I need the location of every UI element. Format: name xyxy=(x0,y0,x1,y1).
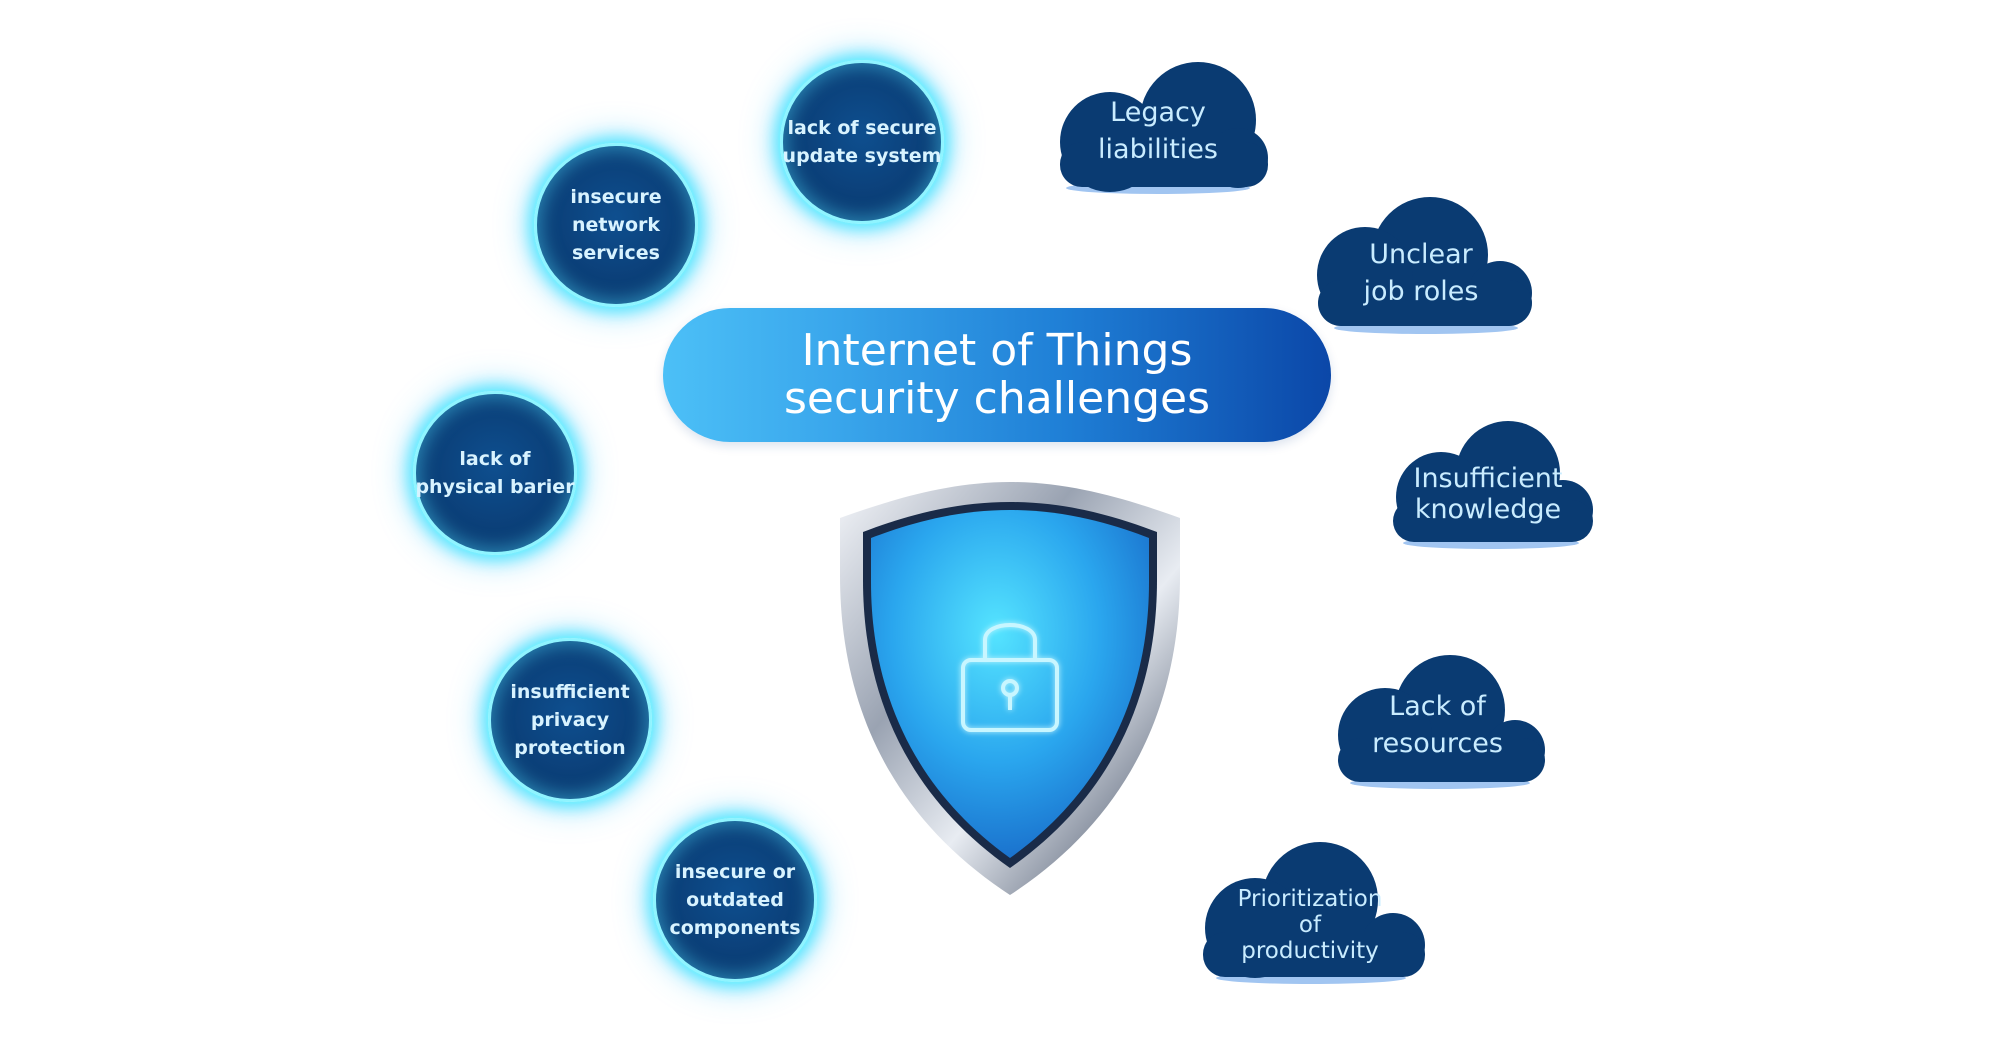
bubble-line: components xyxy=(669,917,801,939)
cloud-icon xyxy=(1393,421,1593,549)
challenge-bubble-outdated-components: insecure or outdated components xyxy=(653,818,817,982)
shield-graphic xyxy=(840,482,1180,895)
cloud-line: job roles xyxy=(1363,276,1479,307)
cloud-line: of xyxy=(1298,912,1322,938)
cloud-line: Lack of xyxy=(1389,691,1486,722)
bubble-line: lack of xyxy=(459,448,531,470)
bubble-line: outdated xyxy=(686,889,784,911)
bubble-line: physical barier xyxy=(415,476,575,498)
bubble-line: privacy xyxy=(530,709,610,731)
challenge-bubble-privacy-protection: insufficient privacy protection xyxy=(488,638,652,802)
cloud-line: Prioritization xyxy=(1237,886,1383,912)
bubble-line: insufficient xyxy=(510,681,630,703)
cloud-line: knowledge xyxy=(1414,494,1562,525)
title-line-2: security challenges xyxy=(783,373,1211,424)
cloud-line: resources xyxy=(1372,728,1503,759)
title-banner: Internet of Things security challenges xyxy=(663,308,1331,442)
bubble-line: network xyxy=(571,214,661,236)
bubble-line: update system xyxy=(782,145,942,167)
cloud-line: Insufficient xyxy=(1413,463,1563,494)
cloud-line: liabilities xyxy=(1098,134,1218,165)
challenge-cloud-resources: Lack of resources xyxy=(1330,650,1545,790)
cloud-line: Unclear xyxy=(1369,239,1473,270)
challenge-bubble-network-services: insecure network services xyxy=(534,143,698,307)
bubble-line: protection xyxy=(514,737,626,759)
shield-lock-icon xyxy=(835,480,1185,900)
challenge-cloud-knowledge: Insufficient knowledge xyxy=(1383,415,1593,550)
challenge-bubble-update-system: lack of secure update system xyxy=(780,60,944,224)
challenge-bubble-physical-barrier: lack of physical barier xyxy=(413,391,577,555)
bubble-line: insecure or xyxy=(674,861,796,883)
cloud-icon xyxy=(1060,62,1268,194)
challenge-cloud-legacy: Legacy liabilities xyxy=(1048,50,1268,195)
challenge-cloud-job-roles: Unclear job roles xyxy=(1310,190,1532,335)
cloud-icon xyxy=(1203,842,1425,984)
bubble-line: insecure xyxy=(570,186,662,208)
challenge-cloud-productivity: Prioritization of productivity xyxy=(1195,840,1425,985)
cloud-line: productivity xyxy=(1241,938,1379,964)
bubble-line: services xyxy=(572,242,660,264)
title-line-1: Internet of Things xyxy=(801,325,1193,376)
cloud-icon xyxy=(1317,197,1532,334)
cloud-icon xyxy=(1338,655,1545,789)
bubble-line: lack of secure xyxy=(787,117,937,139)
cloud-line: Legacy xyxy=(1110,97,1206,128)
